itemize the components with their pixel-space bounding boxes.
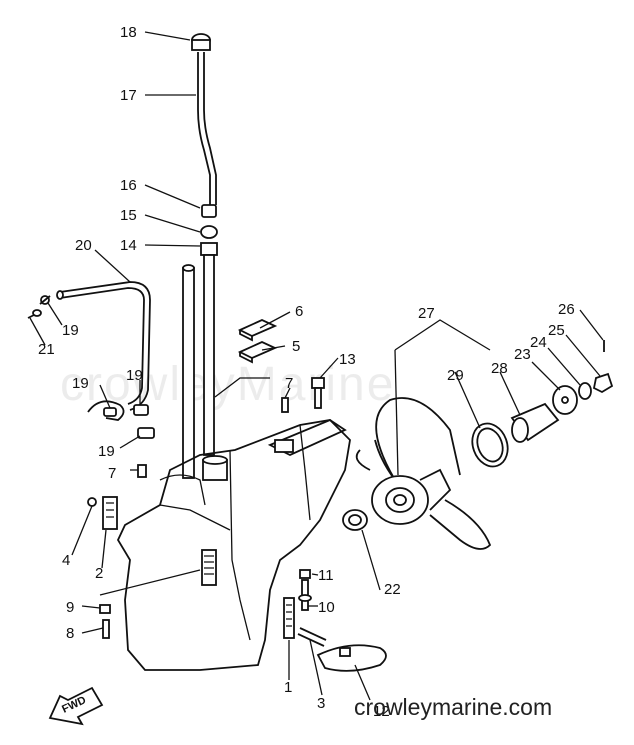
leader-lines xyxy=(29,31,604,701)
callout-12: 12 xyxy=(373,703,390,720)
callout-18: 18 xyxy=(120,24,137,41)
fwd-arrow-icon: FWD xyxy=(48,686,104,726)
callout-8: 8 xyxy=(66,625,74,642)
propeller-assembly xyxy=(342,340,614,550)
callout-14: 14 xyxy=(120,237,137,254)
callout-13: 13 xyxy=(339,351,356,368)
callout-25: 25 xyxy=(548,322,565,339)
callout-22: 22 xyxy=(384,581,401,598)
callout-26: 26 xyxy=(558,301,575,318)
callout-10: 10 xyxy=(318,599,335,616)
callout-19b: 19 xyxy=(72,375,89,392)
water-tube-assembly xyxy=(191,33,218,256)
callout-1: 1 xyxy=(284,679,292,696)
callout-3: 3 xyxy=(317,695,325,712)
callout-24: 24 xyxy=(530,334,547,351)
plates xyxy=(237,319,278,364)
lower-unit-housing xyxy=(116,254,351,671)
callout-2: 2 xyxy=(95,565,103,582)
callout-21: 21 xyxy=(38,341,55,358)
callout-9: 9 xyxy=(66,599,74,616)
callout-20: 20 xyxy=(75,237,92,254)
callout-11: 11 xyxy=(318,567,334,584)
hose-assembly xyxy=(27,281,155,439)
callout-15: 15 xyxy=(120,207,137,224)
callout-6: 6 xyxy=(295,303,303,320)
callout-27: 27 xyxy=(418,305,435,322)
lower-fasteners xyxy=(283,569,387,672)
callout-19a: 19 xyxy=(62,322,79,339)
callout-29: 29 xyxy=(447,367,464,384)
callout-19c: 19 xyxy=(126,367,143,384)
site-label: crowleymarine.com xyxy=(354,694,552,720)
callout-5: 5 xyxy=(292,338,300,355)
callout-19d: 19 xyxy=(98,443,115,460)
callout-7b: 7 xyxy=(108,465,116,482)
callout-28: 28 xyxy=(491,360,508,377)
bolts xyxy=(137,377,325,478)
callout-4: 4 xyxy=(62,552,70,569)
callout-16: 16 xyxy=(120,177,137,194)
callout-7a: 7 xyxy=(285,375,293,392)
callout-17: 17 xyxy=(120,87,137,104)
callout-23: 23 xyxy=(514,346,531,363)
